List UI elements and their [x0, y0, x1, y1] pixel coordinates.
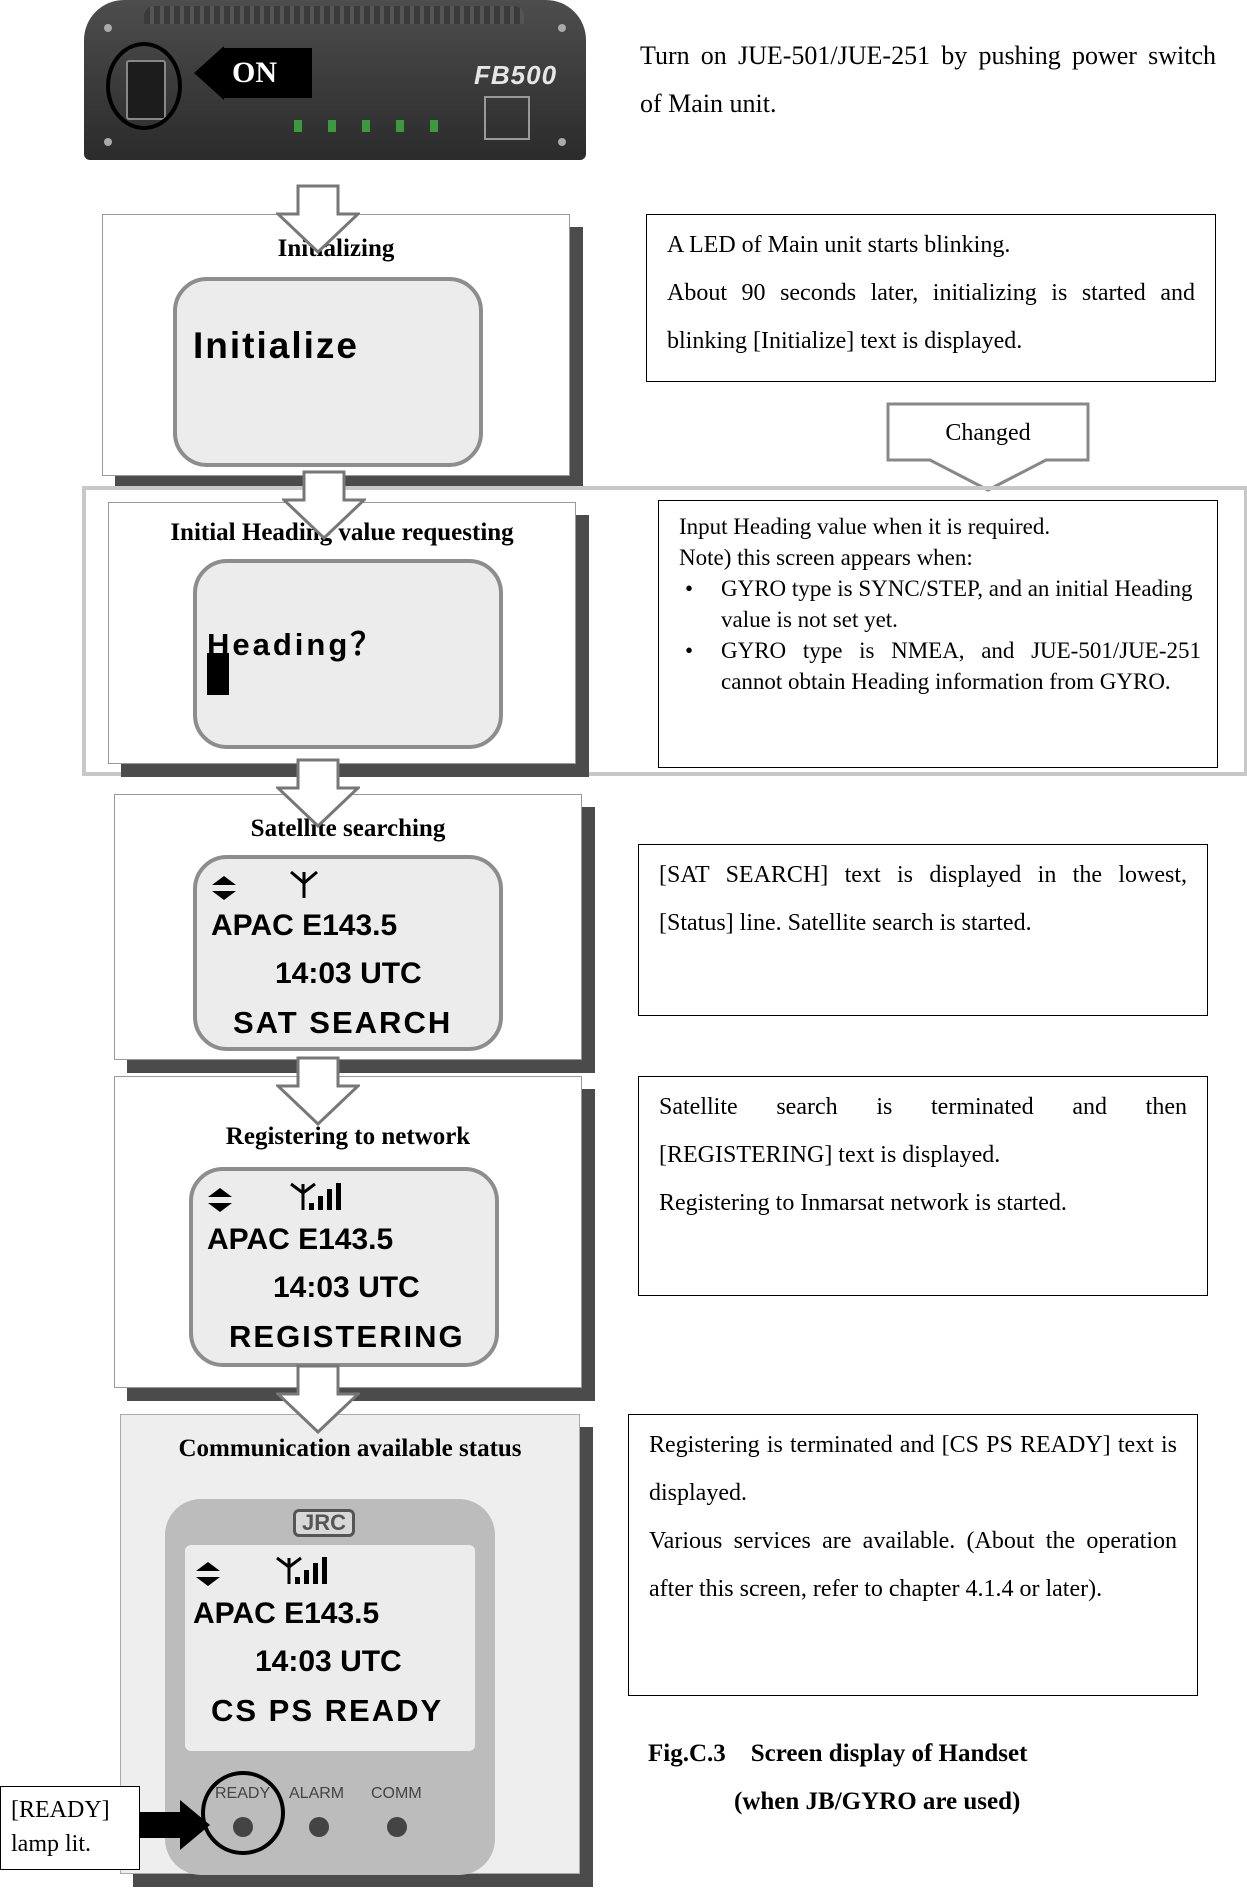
- flow-arrow-down-icon: [276, 184, 360, 254]
- lamp-label-comm: COMM: [371, 1785, 422, 1802]
- step-title: Satellite searching: [250, 815, 446, 842]
- handset-lcd: APAC E143.5 14:03 UTC CS PS READY: [185, 1545, 475, 1751]
- step-initializing-description: A LED of Main unit starts blinking. Abou…: [646, 214, 1216, 382]
- alarm-lamp: [309, 1817, 329, 1837]
- step-title: Communication available status: [178, 1435, 522, 1462]
- description-line: About 90 seconds later, initializing is …: [667, 280, 1195, 354]
- main-unit-brand: FB500: [474, 60, 558, 90]
- step-title: Initializing: [277, 235, 395, 262]
- description-line: Registering to Inmarsat network is start…: [659, 1190, 1067, 1216]
- step-title: Initial Heading value requesting: [170, 519, 514, 546]
- step-communication-panel: Communication available status JRC APAC …: [120, 1414, 580, 1875]
- bullet-item: • GYRO type is NMEA, and JUE-501/JUE-251…: [685, 638, 1201, 694]
- changed-arrow-icon: [886, 402, 1090, 492]
- figure-caption-subtitle: (when JB/GYRO are used): [734, 1788, 1021, 1815]
- flow-arrow-down-icon: [276, 758, 360, 828]
- power-on-instruction: Turn on JUE-501/JUE-251 by pushing power…: [640, 41, 1216, 118]
- lcd-line-satellite: APAC E143.5: [211, 909, 398, 942]
- changed-label: Changed: [945, 420, 1031, 446]
- antenna-port: [484, 96, 530, 140]
- step-registering-panel: Registering to network APAC E143.5 14:03…: [114, 1076, 582, 1388]
- lcd-line: Initialize: [193, 325, 359, 366]
- bullet-item: • GYRO type is SYNC/STEP, and an initial…: [685, 576, 1193, 632]
- lcd-line-time: 14:03 UTC: [273, 1271, 420, 1304]
- handset-lcd: APAC E143.5 14:03 UTC REGISTERING: [189, 1167, 499, 1367]
- text-cursor: [207, 653, 229, 695]
- description-line: Various services are available. (About t…: [649, 1528, 1177, 1602]
- step-heading-description: Input Heading value when it is required.…: [658, 500, 1218, 768]
- lamp-label-alarm: ALARM: [289, 1785, 345, 1802]
- description-line: Satellite search is terminated and then …: [659, 1094, 1187, 1168]
- jrc-logo: JRC: [293, 1509, 355, 1537]
- step-satellite-description: [SAT SEARCH] text is displayed in the lo…: [638, 844, 1208, 1016]
- ready-callout: [READY] lamp lit.: [0, 1786, 140, 1870]
- main-unit-photo: FB500: [84, 0, 586, 160]
- flow-arrow-down-icon: [276, 1056, 360, 1126]
- ready-pointer-arrow-icon: [140, 1800, 210, 1850]
- step-satellite-panel: Satellite searching APAC E143.5 14:03 UT…: [114, 794, 582, 1060]
- changed-steps-frame: [82, 486, 1247, 776]
- callout-line: [READY]: [11, 1797, 110, 1823]
- handset-lcd: APAC E143.5 14:03 UTC SAT SEARCH: [193, 855, 503, 1051]
- handset-lcd: Initialize: [173, 277, 483, 467]
- handset-device: JRC APAC E143.5 14:03 UTC CS PS READY RE…: [165, 1499, 495, 1875]
- description-line: [SAT SEARCH] text is displayed in the lo…: [659, 862, 1187, 936]
- lcd-line-time: 14:03 UTC: [255, 1645, 402, 1678]
- status-leds: [294, 120, 464, 132]
- on-pointer-arrow-icon: [194, 46, 312, 100]
- flow-arrow-down-icon: [276, 1364, 360, 1434]
- ready-lamp-highlight-circle: [201, 1771, 285, 1855]
- signal-bars-icon: [290, 1182, 341, 1210]
- scroll-updown-icon: [212, 876, 236, 900]
- lcd-line-time: 14:03 UTC: [275, 957, 422, 990]
- lcd-line-satellite: APAC E143.5: [193, 1597, 380, 1630]
- antenna-icon: [290, 870, 318, 898]
- step-registering-description: Satellite search is terminated and then …: [638, 1076, 1208, 1296]
- description-line: A LED of Main unit starts blinking.: [667, 232, 1011, 258]
- description-line: Input Heading value when it is required.: [679, 514, 1051, 539]
- step-communication-description: Registering is terminated and [CS PS REA…: [628, 1414, 1198, 1696]
- callout-line: lamp lit.: [11, 1831, 91, 1857]
- lcd-line-status: SAT SEARCH: [233, 1005, 453, 1040]
- step-heading-panel: Initial Heading value requesting Heading…: [108, 502, 576, 764]
- description-line: Note) this screen appears when:: [679, 545, 973, 570]
- lcd-line-satellite: APAC E143.5: [207, 1223, 394, 1256]
- scroll-updown-icon: [208, 1188, 232, 1212]
- figure-caption: Fig.C.3 Screen display of Handset: [648, 1740, 1028, 1767]
- lcd-line-status: REGISTERING: [229, 1319, 465, 1354]
- comm-lamp: [387, 1817, 407, 1837]
- power-switch-highlight-circle: [106, 42, 182, 130]
- lcd-line-status: CS PS READY: [211, 1693, 444, 1728]
- scroll-updown-icon: [196, 1562, 220, 1586]
- step-initializing-panel: Initializing Initialize: [102, 214, 570, 476]
- flow-arrow-down-icon: [282, 470, 366, 540]
- lcd-line: Heading？: [207, 627, 385, 662]
- on-label: ON: [232, 56, 277, 89]
- handset-lcd: Heading？: [193, 559, 503, 749]
- description-line: Registering is terminated and [CS PS REA…: [649, 1432, 1177, 1506]
- step-title: Registering to network: [225, 1123, 471, 1150]
- signal-bars-icon: [276, 1556, 327, 1584]
